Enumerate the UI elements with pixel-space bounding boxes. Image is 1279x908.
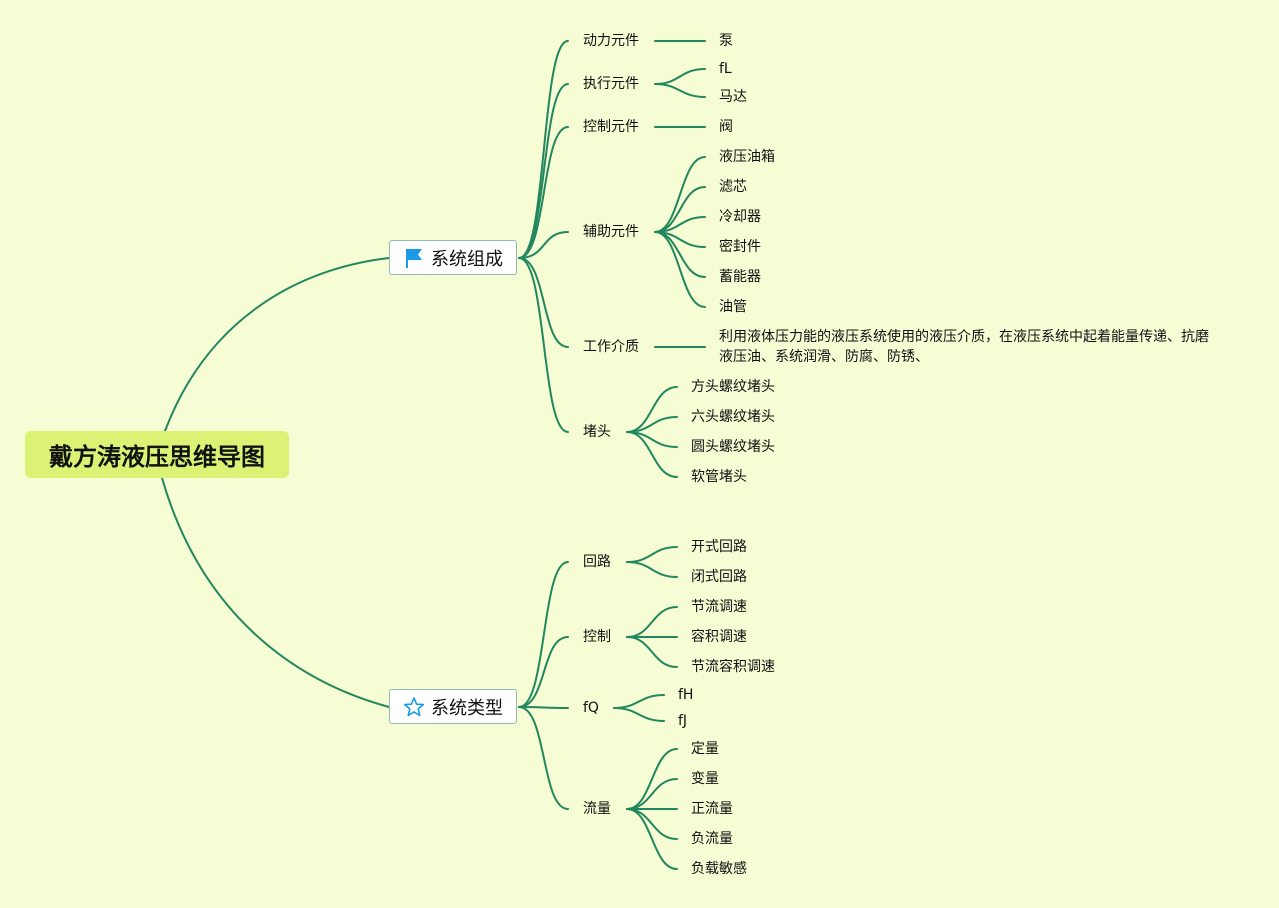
subtopic-fq[interactable]: fQ xyxy=(583,700,599,716)
connector-line xyxy=(518,636,569,708)
connector-line xyxy=(654,83,706,98)
leaf-round-plug[interactable]: 圆头螺纹堵头 xyxy=(691,439,775,455)
connector-line xyxy=(626,748,678,810)
root-connector xyxy=(164,257,390,432)
leaf-negative-flow[interactable]: 负流量 xyxy=(691,831,733,847)
leaf-fh[interactable]: fH xyxy=(678,687,694,703)
subtopic-working-medium[interactable]: 工作介质 xyxy=(583,339,639,355)
connector-line xyxy=(626,546,678,563)
leaf-cooler[interactable]: 冷却器 xyxy=(719,209,761,225)
connector-line xyxy=(626,808,678,870)
branch-label: 系统类型 xyxy=(431,697,503,719)
subtopic-actuator-component[interactable]: 执行元件 xyxy=(583,76,639,92)
root-connector xyxy=(161,477,390,708)
branch-label: 系统组成 xyxy=(431,248,503,270)
leaf-volume-speed[interactable]: 容积调速 xyxy=(691,629,747,645)
connector-line xyxy=(626,606,678,638)
leaf-fixed-flow[interactable]: 定量 xyxy=(691,741,719,757)
branch-system-composition[interactable]: 系统组成 xyxy=(389,240,517,275)
connector-line xyxy=(654,156,706,233)
connector-line xyxy=(626,636,678,668)
connector-line xyxy=(626,778,678,810)
subtopic-control[interactable]: 控制 xyxy=(583,629,611,645)
subtopic-circuit[interactable]: 回路 xyxy=(583,554,611,570)
connector-line xyxy=(626,808,678,840)
leaf-pump[interactable]: 泵 xyxy=(719,33,733,49)
leaf-filter[interactable]: 滤芯 xyxy=(719,179,747,195)
connector-line xyxy=(654,231,706,308)
leaf-positive-flow[interactable]: 正流量 xyxy=(691,801,733,817)
flag-icon xyxy=(403,247,425,269)
subtopic-flow[interactable]: 流量 xyxy=(583,801,611,817)
leaf-variable-flow[interactable]: 变量 xyxy=(691,771,719,787)
connector-line xyxy=(518,257,569,433)
leaf-closed-circuit[interactable]: 闭式回路 xyxy=(691,569,747,585)
leaf-throttle-volume-speed[interactable]: 节流容积调速 xyxy=(691,659,775,675)
connector-line xyxy=(626,431,678,478)
subtopic-power-component[interactable]: 动力元件 xyxy=(583,33,639,49)
connector-line xyxy=(518,706,569,810)
connector-line xyxy=(518,40,569,259)
leaf-open-circuit[interactable]: 开式回路 xyxy=(691,539,747,555)
leaf-accumulator[interactable]: 蓄能器 xyxy=(719,269,761,285)
root-topic[interactable]: 戴方涛液压思维导图 xyxy=(25,431,289,478)
connector-line xyxy=(518,706,569,709)
connector-line xyxy=(518,231,569,259)
star-icon xyxy=(403,696,425,718)
connector-line xyxy=(518,126,569,259)
leaf-square-plug[interactable]: 方头螺纹堵头 xyxy=(691,379,775,395)
branch-system-type[interactable]: 系统类型 xyxy=(389,689,517,724)
leaf-fl[interactable]: fL xyxy=(719,61,732,77)
leaf-oil-pipe[interactable]: 油管 xyxy=(719,299,747,315)
connector-line xyxy=(613,707,665,722)
leaf-oil-tank[interactable]: 液压油箱 xyxy=(719,149,775,165)
leaf-seal[interactable]: 密封件 xyxy=(719,239,761,255)
leaf-motor[interactable]: 马达 xyxy=(719,89,747,105)
connector-line xyxy=(626,561,678,578)
connector-line xyxy=(654,68,706,85)
leaf-medium-description[interactable]: 利用液体压力能的液压系统使用的液压介质，在液压系统中起着能量传递、抗磨液压油、系… xyxy=(719,329,1209,365)
leaf-load-sensing[interactable]: 负载敏感 xyxy=(691,861,747,877)
connector-line xyxy=(613,694,665,709)
connector-line xyxy=(518,257,569,348)
leaf-throttle-speed[interactable]: 节流调速 xyxy=(691,599,747,615)
leaf-fj[interactable]: fJ xyxy=(678,713,688,729)
connector-lines xyxy=(161,40,706,870)
subtopic-plug[interactable]: 堵头 xyxy=(583,424,611,440)
leaf-valve[interactable]: 阀 xyxy=(719,119,733,135)
leaf-hex-plug[interactable]: 六头螺纹堵头 xyxy=(691,409,775,425)
connector-line xyxy=(518,561,569,708)
leaf-hose-plug[interactable]: 软管堵头 xyxy=(691,469,747,485)
subtopic-auxiliary-component[interactable]: 辅助元件 xyxy=(583,224,639,240)
subtopic-control-component[interactable]: 控制元件 xyxy=(583,119,639,135)
